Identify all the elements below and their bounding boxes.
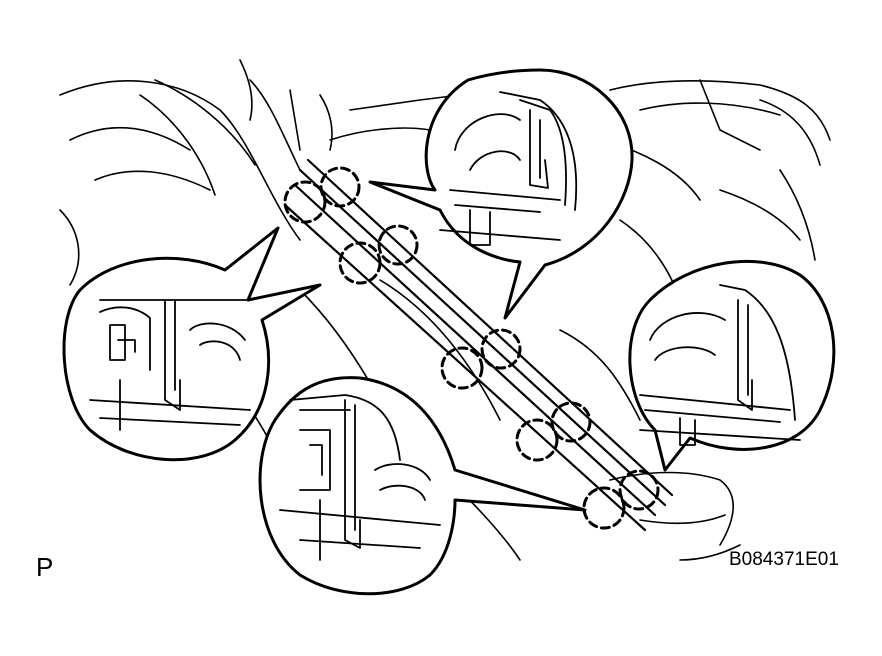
clip-marker-1b xyxy=(319,166,361,208)
clip-marker-2a xyxy=(338,241,382,285)
clip-marker-1a xyxy=(283,180,327,224)
clip-marker-4a xyxy=(515,418,559,462)
detail-callout-bottom xyxy=(258,376,587,596)
detail-callout-left xyxy=(62,226,322,462)
clip-marker-5a xyxy=(582,486,626,530)
view-marker-label: P xyxy=(36,552,54,582)
clip-marker-3a xyxy=(440,346,484,390)
clip-location-markers xyxy=(283,166,660,530)
clip-marker-3b xyxy=(480,328,522,370)
clip-marker-2b xyxy=(377,224,419,266)
clip-marker-4b xyxy=(550,401,592,443)
molding-strip xyxy=(283,158,674,532)
figure-reference-code: B084371E01 xyxy=(729,549,839,570)
detail-callout-right xyxy=(628,259,836,472)
detail-callout-top xyxy=(368,68,634,320)
clip-marker-5b xyxy=(618,469,660,511)
